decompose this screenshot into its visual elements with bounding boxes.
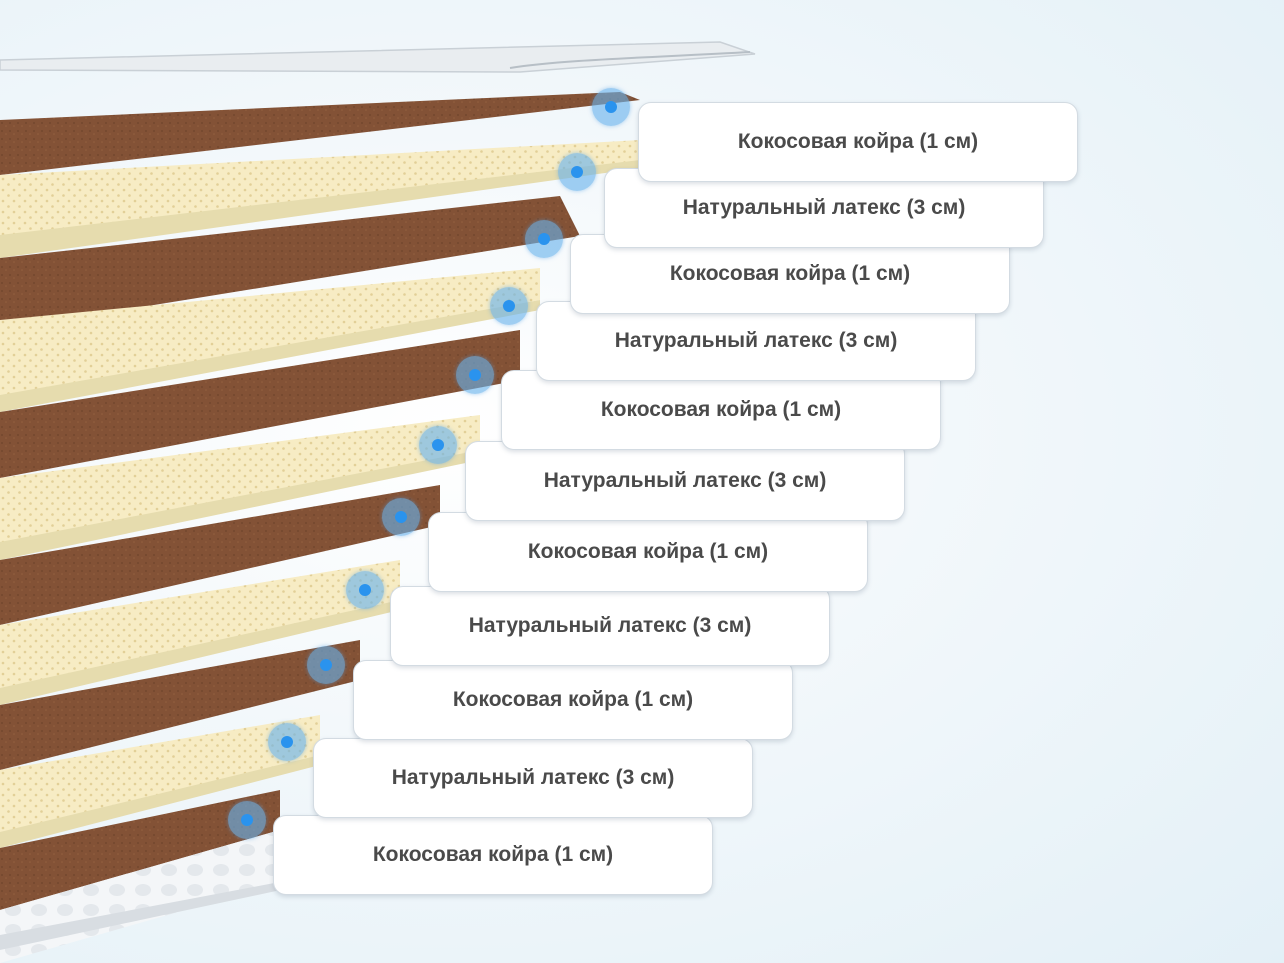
- top-cover: [0, 41, 756, 73]
- layer-marker-dot-icon[interactable]: [268, 723, 306, 761]
- layer-label-text: Кокосовая койра (1 см): [527, 540, 769, 563]
- layer-marker-dot-icon[interactable]: [592, 88, 630, 126]
- layer-label-1: Кокосовая койра (1 см): [638, 102, 1078, 182]
- layer-label-11: Кокосовая койра (1 см): [273, 815, 713, 895]
- layer-stack: [0, 92, 640, 963]
- layer-marker-dot-icon[interactable]: [419, 426, 457, 464]
- layer-label-text: Кокосовая койра (1 см): [600, 398, 842, 421]
- layer-marker-dot-icon[interactable]: [525, 220, 563, 258]
- layer-label-text: Натуральный латекс (3 см): [468, 614, 752, 637]
- layer-label-9: Кокосовая койра (1 см): [353, 660, 793, 740]
- layer-label-text: Кокосовая койра (1 см): [737, 130, 979, 153]
- layer-label-text: Натуральный латекс (3 см): [391, 766, 675, 789]
- layer-label-10: Натуральный латекс (3 см): [313, 738, 753, 818]
- layer-label-5: Кокосовая койра (1 см): [501, 370, 941, 450]
- layer-label-text: Натуральный латекс (3 см): [543, 469, 827, 492]
- layer-label-6: Натуральный латекс (3 см): [465, 441, 905, 521]
- layer-marker-dot-icon[interactable]: [382, 498, 420, 536]
- layer-label-4: Натуральный латекс (3 см): [536, 301, 976, 381]
- layer-marker-dot-icon[interactable]: [456, 356, 494, 394]
- layer-label-text: Кокосовая койра (1 см): [372, 843, 614, 866]
- layer-marker-dot-icon[interactable]: [490, 287, 528, 325]
- layer-marker-dot-icon[interactable]: [558, 153, 596, 191]
- layer-label-7: Кокосовая койра (1 см): [428, 512, 868, 592]
- layer-marker-dot-icon[interactable]: [228, 801, 266, 839]
- layer-marker-dot-icon[interactable]: [307, 646, 345, 684]
- layer-label-text: Натуральный латекс (3 см): [682, 196, 966, 219]
- layer-label-text: Кокосовая койра (1 см): [452, 688, 694, 711]
- layer-marker-dot-icon[interactable]: [346, 571, 384, 609]
- layer-label-text: Натуральный латекс (3 см): [614, 329, 898, 352]
- layer-label-text: Кокосовая койра (1 см): [669, 262, 911, 285]
- layer-label-8: Натуральный латекс (3 см): [390, 586, 830, 666]
